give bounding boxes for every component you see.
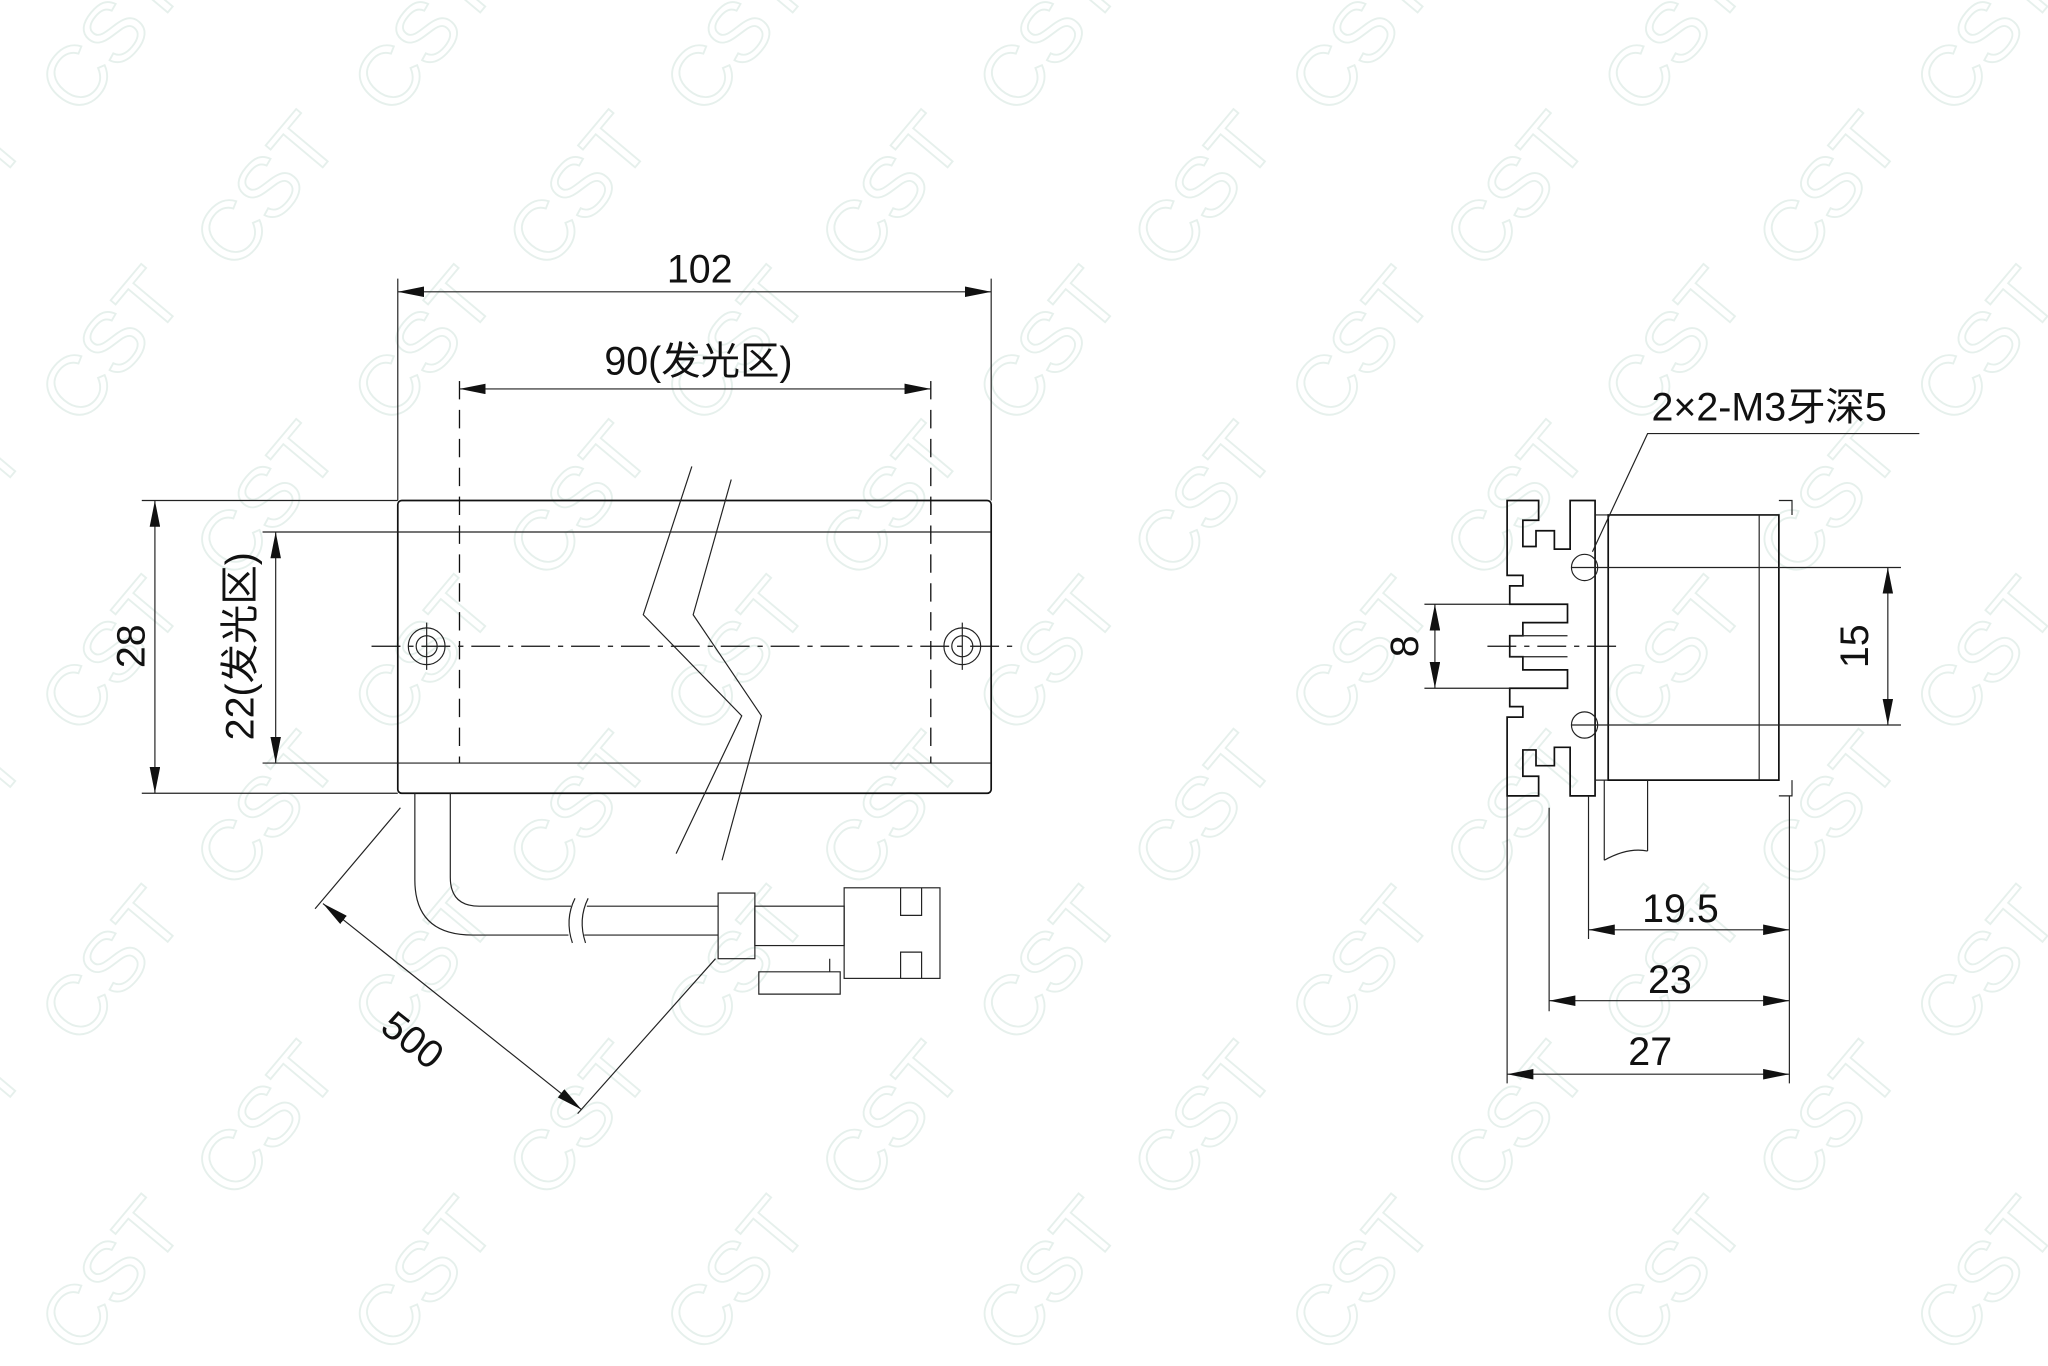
watermark-text: CST xyxy=(0,715,43,904)
watermark-text: CST xyxy=(958,1180,1138,1366)
watermark-text: CST xyxy=(488,1025,668,1214)
dim-depth-1: 19.5 xyxy=(1642,887,1719,931)
watermark-text: CST xyxy=(1270,870,1450,1059)
watermark-text: CST xyxy=(1270,251,1450,440)
light-body-outline xyxy=(396,499,993,795)
watermark-text: CST xyxy=(1895,561,2048,750)
watermark-text: CST xyxy=(645,561,825,750)
dim-depth-2: 23 xyxy=(1648,958,1692,1002)
watermark-text: CST xyxy=(1738,715,1918,904)
watermark-text: CST xyxy=(1425,96,1605,285)
watermark-text: CST xyxy=(1583,561,1763,750)
watermark-text: CST xyxy=(1270,0,1450,130)
dim-depth-3: 27 xyxy=(1628,1030,1672,1074)
thread-note: 2×2-M3牙深5 xyxy=(1652,385,1887,429)
side-cable xyxy=(1603,780,1649,861)
watermark-text: CST xyxy=(958,561,1138,750)
watermark-text: CST xyxy=(1895,0,2048,130)
watermark-text: CST xyxy=(1583,0,1763,130)
dim-slot-spacing: 8 xyxy=(1383,635,1427,657)
dim-emitting-height: 22(发光区) xyxy=(218,552,262,740)
watermark-text: CST xyxy=(1113,1025,1293,1214)
watermark-text: CST xyxy=(1895,1180,2048,1366)
front-view: 102 90(发光区) 28 22(发光区) 500 xyxy=(109,248,1018,1114)
watermark-text: CST xyxy=(958,870,1138,1059)
dim-500 xyxy=(322,903,582,1111)
watermark-text: CST xyxy=(1425,1025,1605,1214)
mounting-hole-right xyxy=(943,622,982,670)
watermark-text: CST xyxy=(0,96,43,285)
watermark-text: CST xyxy=(175,715,355,904)
watermark-text: CST xyxy=(958,0,1138,130)
connector xyxy=(717,887,941,995)
dim-hole-spacing: 15 xyxy=(1833,624,1877,668)
watermark-text: CST xyxy=(21,1180,201,1366)
watermark-text: CST xyxy=(1113,406,1293,595)
watermark-text: CST xyxy=(645,0,825,130)
dim-overall-height: 28 xyxy=(109,624,153,668)
watermark-text: CST xyxy=(1425,715,1605,904)
watermark-text: CST xyxy=(0,1025,43,1214)
watermark-text: CST xyxy=(0,406,43,595)
watermark-text: CST xyxy=(333,0,513,130)
watermark-text: CST xyxy=(1113,715,1293,904)
watermark-text: CST xyxy=(21,251,201,440)
watermark-text: CST xyxy=(800,715,980,904)
profile-outline xyxy=(1506,499,1596,797)
dim-overall-length: 102 xyxy=(667,248,733,292)
watermark-text: CST xyxy=(1738,96,1918,285)
watermark-text: CST xyxy=(958,251,1138,440)
watermark-text: CST xyxy=(1113,96,1293,285)
break-line-right xyxy=(692,479,763,861)
watermark-text: CST xyxy=(645,1180,825,1366)
dim-emitting-length: 90(发光区) xyxy=(604,339,792,383)
watermark-text: CST xyxy=(800,96,980,285)
watermark-text: CST xyxy=(488,96,668,285)
watermark-text: CST xyxy=(333,251,513,440)
watermark-text: CST xyxy=(1895,870,2048,1059)
watermark-text: CST xyxy=(645,870,825,1059)
watermark-text: CST xyxy=(1270,1180,1450,1366)
lens-cover xyxy=(1607,514,1780,782)
watermark-text: CST xyxy=(1738,1025,1918,1214)
watermark-text: CST xyxy=(175,1025,355,1214)
watermark-text: CST xyxy=(333,1180,513,1366)
mounting-hole-left xyxy=(407,622,446,670)
watermark-text: CST xyxy=(333,561,513,750)
watermark-text: CST xyxy=(21,0,201,130)
watermark-text: CST xyxy=(175,96,355,285)
side-view: 2×2-M3牙深5 15 8 19.5 23 27 xyxy=(1383,385,1920,1084)
watermark-text: CST xyxy=(1583,1180,1763,1366)
watermark-text: CST xyxy=(800,1025,980,1214)
watermark-text: CST xyxy=(21,870,201,1059)
break-line-left xyxy=(642,466,743,854)
watermark-text: CST xyxy=(1895,251,2048,440)
